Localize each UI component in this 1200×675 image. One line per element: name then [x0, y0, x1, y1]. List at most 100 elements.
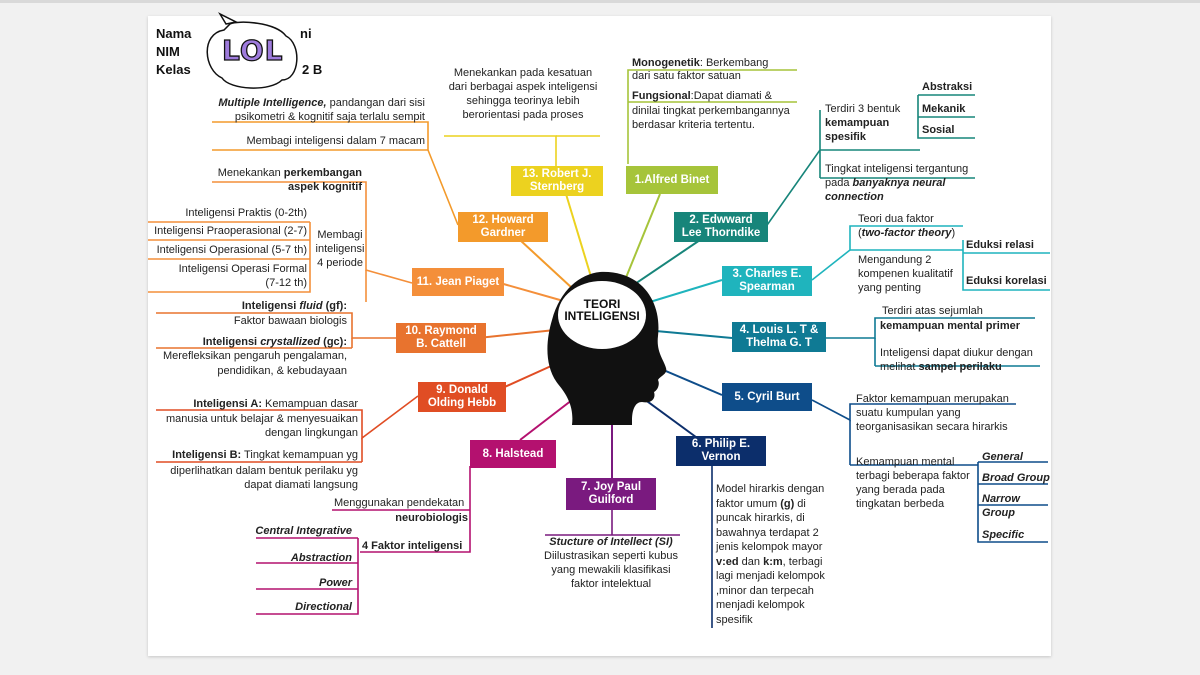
- vernon-line2: faktor umum (g) di: [716, 497, 825, 512]
- node-piaget-label: 11. Jean Piaget: [416, 275, 500, 288]
- binet-mono-bold: Monogenetik: [632, 57, 700, 69]
- node-halstead-label: 8. Halstead: [482, 447, 544, 460]
- vernon-line6: v:ed dan k:m, terbagi: [716, 555, 825, 570]
- spoke-thorndike: [631, 239, 701, 287]
- thorndike-sosial: Sosial: [922, 124, 955, 136]
- binet-fung-line3: berdasar kriteria tertentu.: [632, 119, 755, 131]
- thurstone-b2b: sampel perilaku: [918, 361, 1002, 373]
- burt-broad-group: Broad Group: [982, 472, 1050, 484]
- gardner-branch: [212, 121, 459, 226]
- sternberg-branch: [444, 135, 557, 166]
- piaget-p2: Inteligensi Praoperasional (2-7): [154, 225, 307, 237]
- guilford-line1: Stucture of Intellect (SI): [549, 536, 673, 548]
- halstead-a2: neurobiologis: [395, 512, 468, 524]
- binet-fung-line2: dinilai tingkat perkembangannya: [632, 105, 790, 117]
- thurstone-b2a: melihat: [880, 361, 919, 373]
- piaget-m2: inteligensi: [315, 243, 365, 255]
- lol-sticker: [206, 12, 298, 89]
- hebb-branch: [156, 395, 419, 440]
- piaget-p4: Inteligensi Operasi Formal: [178, 263, 307, 275]
- node-halstead[interactable]: 8. Halstead: [470, 440, 556, 468]
- halstead-power: Power: [318, 577, 352, 589]
- thorndike-a1: Terdiri 3 bentuk: [825, 103, 901, 115]
- cattell-b1: Inteligensi crystallized (gc):: [150, 335, 347, 349]
- piaget-m3: 4 periode: [317, 257, 363, 269]
- burt-a1: Faktor kemampuan merupakan: [856, 393, 1009, 405]
- sternberg-line1: Menekankan pada kesatuan: [453, 67, 593, 79]
- guilford-line2: Diilustrasikan seperti kubus: [544, 550, 678, 562]
- cattell-branch: [156, 312, 396, 339]
- node-sternberg-line2: Sternberg: [529, 181, 585, 193]
- vernon-l6c: k:m: [763, 555, 783, 568]
- center-title-line1: TEORI: [583, 297, 621, 311]
- sternberg-line2: dari berbagai aspek inteligensi: [448, 81, 598, 93]
- node-thurstone-line2: Thelma G. T: [746, 337, 812, 349]
- binet-branch: [627, 69, 797, 164]
- node-spearman[interactable]: 3. Charles E.Spearman: [722, 266, 812, 296]
- sternberg-description: Menekankan pada kesatuan dari berbagai a…: [440, 66, 606, 122]
- sternberg-line4: berorientasi pada proses: [462, 109, 584, 121]
- node-spearman-line2: Spearman: [739, 281, 795, 293]
- spearman-b1: Mengandung 2: [858, 254, 932, 266]
- node-sternberg[interactable]: 13. Robert J.Sternberg: [511, 166, 603, 196]
- burt-a3: teorganisasikan secara hirarkis: [856, 421, 1008, 433]
- vernon-l2c: di: [794, 497, 806, 510]
- hebb-b1b: Inteligensi B:: [172, 449, 242, 461]
- spoke-piaget: [499, 282, 561, 301]
- node-binet[interactable]: 1.Alfred Binet: [626, 166, 718, 194]
- hebb-b1: Inteligensi B: Tingkat kemampuan yg: [150, 448, 358, 462]
- thorndike-b1: Tingkat inteligensi tergantung: [825, 163, 969, 175]
- thorndike-a2: kemampuan: [825, 117, 890, 129]
- node-gardner-line2: Gardner: [480, 227, 526, 239]
- vernon-description: Model hirarkis dengan faktor umum (g) di…: [716, 482, 825, 627]
- burt-general: General: [982, 451, 1023, 463]
- cattell-a1: Inteligensi fluid (gf):: [150, 299, 347, 313]
- cattell-a1b: fluid: [299, 300, 323, 312]
- halstead-directional: Directional: [295, 601, 352, 613]
- nim-label: NIM: [156, 44, 180, 59]
- node-vernon[interactable]: 6. Philip E.Vernon: [676, 436, 766, 466]
- vernon-l6a: v:ed: [716, 555, 739, 568]
- node-hebb-line1: 9. Donald: [436, 384, 488, 396]
- hebb-a3: dengan lingkungan: [265, 427, 358, 439]
- node-piaget[interactable]: 11. Jean Piaget: [412, 268, 504, 296]
- spearman-a2: (two-factor theory): [858, 226, 955, 240]
- piaget-p1: Inteligensi Praktis (0-2th): [185, 207, 307, 219]
- spearman-eduksi-korelasi: Eduksi korelasi: [966, 275, 1047, 287]
- hebb-a1b: Inteligensi A:: [193, 398, 262, 410]
- hebb-a1: Inteligensi A: Kemampuan dasar: [150, 397, 358, 411]
- nama-value-tail: ni: [300, 26, 312, 41]
- gardner-a2: psikometri & kognitif saja terlalu sempi…: [234, 111, 425, 123]
- halstead-a1: Menggunakan pendekatan: [334, 497, 465, 509]
- piaget-p3: Inteligensi Operasional (5-7 th): [156, 244, 307, 256]
- gardner-a1: Multiple Intelligence, pandangan dari si…: [205, 96, 425, 110]
- guilford-line4: faktor intelektual: [570, 578, 652, 590]
- vernon-line9: menjadi kelompok: [716, 599, 805, 611]
- kelas-value-tail: 2 B: [302, 62, 323, 77]
- spoke-binet: [624, 193, 661, 281]
- node-guilford-line1: 7. Joy Paul: [580, 481, 642, 493]
- spearman-a2a: (: [858, 227, 862, 239]
- piaget-a1b: perkembangan: [283, 167, 362, 179]
- node-thurstone-line1: 4. Louis L. T &: [739, 324, 819, 336]
- spearman-a2b: two-factor theory: [861, 227, 952, 239]
- vernon-line4: bawahnya terdapat 2: [716, 526, 819, 539]
- node-binet-label: 1.Alfred Binet: [634, 173, 710, 186]
- binet-mono-rest: : Berkembang: [699, 57, 769, 69]
- piaget-membagi: Membagi inteligensi 4 periode: [312, 228, 368, 270]
- thorndike-b3: connection: [825, 191, 884, 203]
- cattell-b1c: (gc):: [320, 336, 347, 348]
- node-thurstone[interactable]: 4. Louis L. T &Thelma G. T: [732, 322, 826, 352]
- thorndike-abstraksi: Abstraksi: [922, 81, 973, 93]
- thorndike-b2a: pada: [825, 177, 853, 189]
- vernon-l6d: , terbagi: [782, 555, 823, 568]
- thorndike-branch: [764, 110, 821, 229]
- node-burt[interactable]: 5. Cyril Burt: [722, 383, 812, 411]
- node-cattell-line1: 10. Raymond: [405, 325, 477, 337]
- guilford-description: Stucture of Intellect (SI) Diilustrasika…: [536, 535, 686, 591]
